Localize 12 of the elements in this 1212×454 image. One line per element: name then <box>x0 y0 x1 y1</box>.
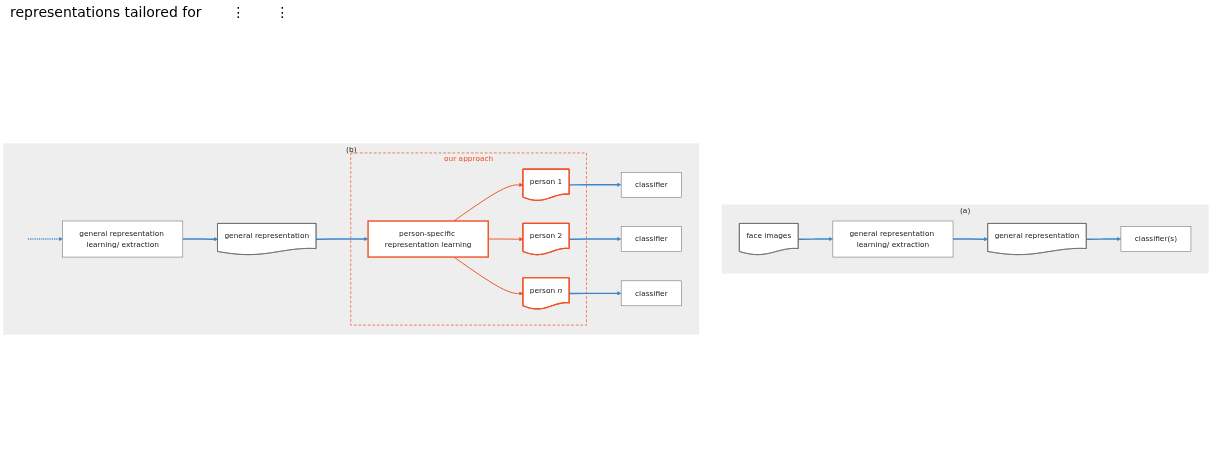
arrow <box>952 237 989 242</box>
arrow <box>568 236 622 242</box>
note-text: representations tailored for <box>10 4 202 20</box>
arrow <box>797 236 834 242</box>
arrow <box>568 182 622 187</box>
note-text: ⋮ <box>275 4 290 20</box>
arrow <box>1085 236 1122 242</box>
note-text: ⋮ <box>231 4 246 20</box>
arrow <box>27 236 63 242</box>
arrow <box>315 236 369 242</box>
arrow <box>182 237 218 242</box>
arrow <box>568 291 622 296</box>
